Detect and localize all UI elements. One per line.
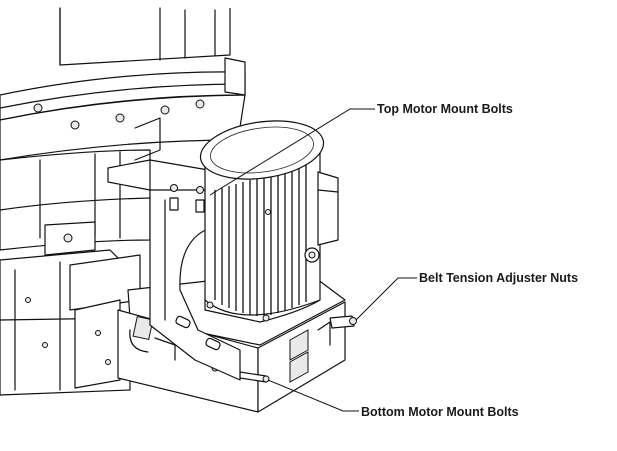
- callout-bottom-motor-mount-bolts: Bottom Motor Mount Bolts: [361, 405, 519, 419]
- callout-leaders: [209, 108, 417, 412]
- leader-bottom-motor-mount-bolts: [267, 379, 359, 412]
- callout-top-motor-mount-bolts: Top Motor Mount Bolts: [377, 102, 513, 116]
- leader-top-motor-mount-bolts: [209, 108, 375, 196]
- motor-bracket: [107, 117, 241, 381]
- electric-motor: [199, 120, 339, 323]
- leader-belt-tension-adjuster-nuts: [355, 277, 417, 321]
- callout-belt-tension-adjuster-nuts: Belt Tension Adjuster Nuts: [419, 271, 579, 285]
